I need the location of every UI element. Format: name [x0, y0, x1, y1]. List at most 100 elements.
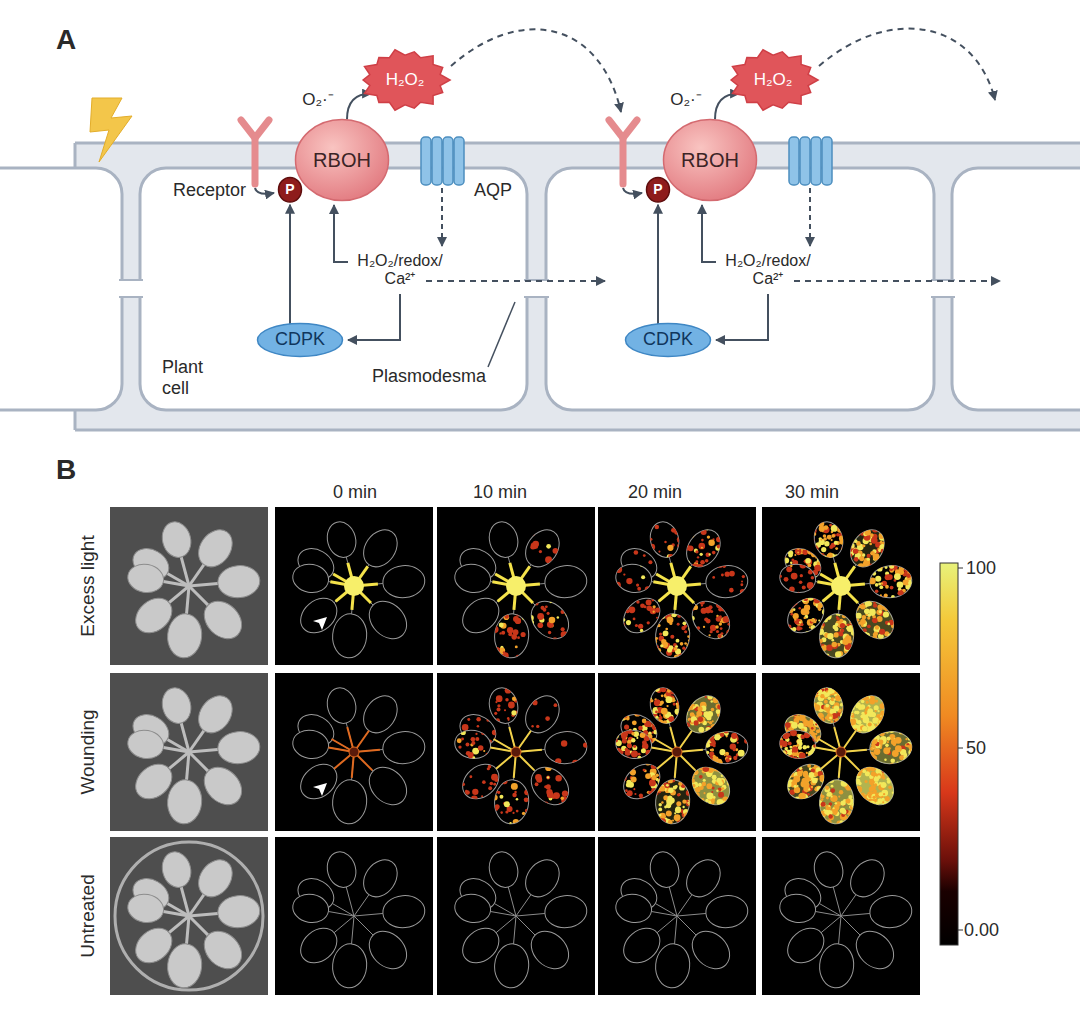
ros-spot — [687, 635, 690, 638]
ros-spot — [666, 705, 668, 707]
ros-spot — [658, 720, 664, 726]
leaf — [166, 778, 204, 825]
ros-spot — [646, 695, 648, 697]
ros-spot — [649, 638, 653, 642]
ros-spot — [626, 717, 630, 721]
ros-spot — [881, 598, 887, 604]
ros-spot — [710, 563, 715, 568]
ros-spot — [851, 630, 857, 636]
leaf — [323, 685, 359, 727]
ros-spot — [675, 687, 679, 691]
ros-spot — [717, 561, 723, 567]
leaf — [166, 612, 204, 659]
ros-spot — [622, 618, 626, 622]
ros-spot — [744, 590, 751, 597]
ros-spot — [809, 550, 814, 555]
ros-spot — [715, 625, 719, 629]
ros-spot — [505, 698, 508, 701]
ros-spot — [535, 782, 537, 784]
ros-spot — [663, 720, 667, 724]
ros-spot — [637, 756, 641, 760]
ros-spot — [877, 566, 883, 572]
ros-spot — [854, 643, 859, 648]
ros-spot — [729, 771, 732, 774]
ros-spot — [810, 520, 816, 526]
ros-spot — [858, 597, 863, 602]
ros-spot — [677, 614, 681, 618]
ros-spot — [537, 613, 544, 620]
ros-spot — [716, 537, 721, 542]
ros-spot — [719, 749, 725, 755]
ros-spot — [647, 621, 650, 624]
ros-spot — [457, 738, 462, 743]
ros-spot — [459, 766, 465, 772]
ros-spot — [714, 727, 716, 729]
ros-spot — [531, 630, 536, 635]
ros-spot — [651, 716, 655, 720]
ros-spot — [880, 635, 883, 638]
ros-spot — [697, 803, 704, 810]
ros-spot — [846, 561, 851, 566]
ros-spot — [651, 599, 654, 602]
ros-spot — [862, 544, 865, 547]
ros-spot — [720, 733, 724, 737]
ros-spot — [562, 790, 568, 796]
ros-spot — [813, 644, 819, 650]
ros-spot — [648, 711, 651, 714]
ros-spot — [727, 767, 730, 770]
ros-spot — [809, 565, 812, 568]
ros-spot — [875, 561, 879, 565]
ros-spot — [825, 655, 830, 660]
ros-spot — [701, 732, 705, 736]
ros-spot — [666, 784, 669, 787]
cell-wall-band — [75, 143, 1080, 430]
ros-spot — [491, 640, 495, 644]
ros-spot — [504, 801, 510, 807]
ros-spot — [802, 585, 806, 589]
ros-spot — [532, 796, 539, 803]
ros-spot — [722, 564, 726, 568]
ros-spot — [545, 637, 551, 643]
aquaporin-helix — [432, 137, 442, 185]
ros-spot — [695, 550, 698, 553]
ros-center — [831, 576, 851, 596]
ros-spot — [849, 543, 851, 545]
ros-spot — [644, 715, 650, 721]
ros-spot — [707, 721, 709, 723]
ros-spot — [735, 766, 738, 769]
ros-spot — [464, 712, 467, 715]
ros-spot — [813, 532, 817, 536]
ros-spot — [621, 773, 626, 778]
ros-spot — [667, 796, 672, 801]
ros-spot — [852, 617, 858, 623]
ros-spot — [649, 779, 656, 786]
ros-spot — [475, 733, 477, 735]
ros-spot — [818, 619, 820, 621]
ros-spot — [700, 637, 705, 642]
ros-spot — [835, 522, 838, 525]
ros-spot — [705, 799, 708, 802]
ros-spot — [661, 801, 663, 803]
ros-spot — [697, 564, 704, 571]
ros-spot — [890, 634, 896, 640]
ros-spot — [877, 604, 882, 609]
ros-spot — [711, 727, 717, 733]
ros-spot — [646, 599, 652, 605]
ros-spot — [811, 523, 816, 528]
ros-spot — [857, 636, 863, 642]
ros-spot — [620, 712, 627, 719]
ros-spot — [712, 576, 715, 579]
ros-spot — [853, 616, 856, 619]
ros-spot — [704, 566, 708, 570]
leaf — [519, 689, 567, 739]
ros-spot — [871, 568, 874, 571]
ros-spot — [714, 734, 720, 740]
ros-spot — [727, 623, 730, 626]
ros-spot — [683, 727, 690, 734]
ros-spot — [719, 717, 726, 724]
ros-spot — [887, 574, 893, 580]
ros-spot — [512, 812, 514, 814]
leaf — [704, 730, 749, 766]
leaf — [654, 612, 692, 659]
ros-spot — [553, 548, 559, 554]
